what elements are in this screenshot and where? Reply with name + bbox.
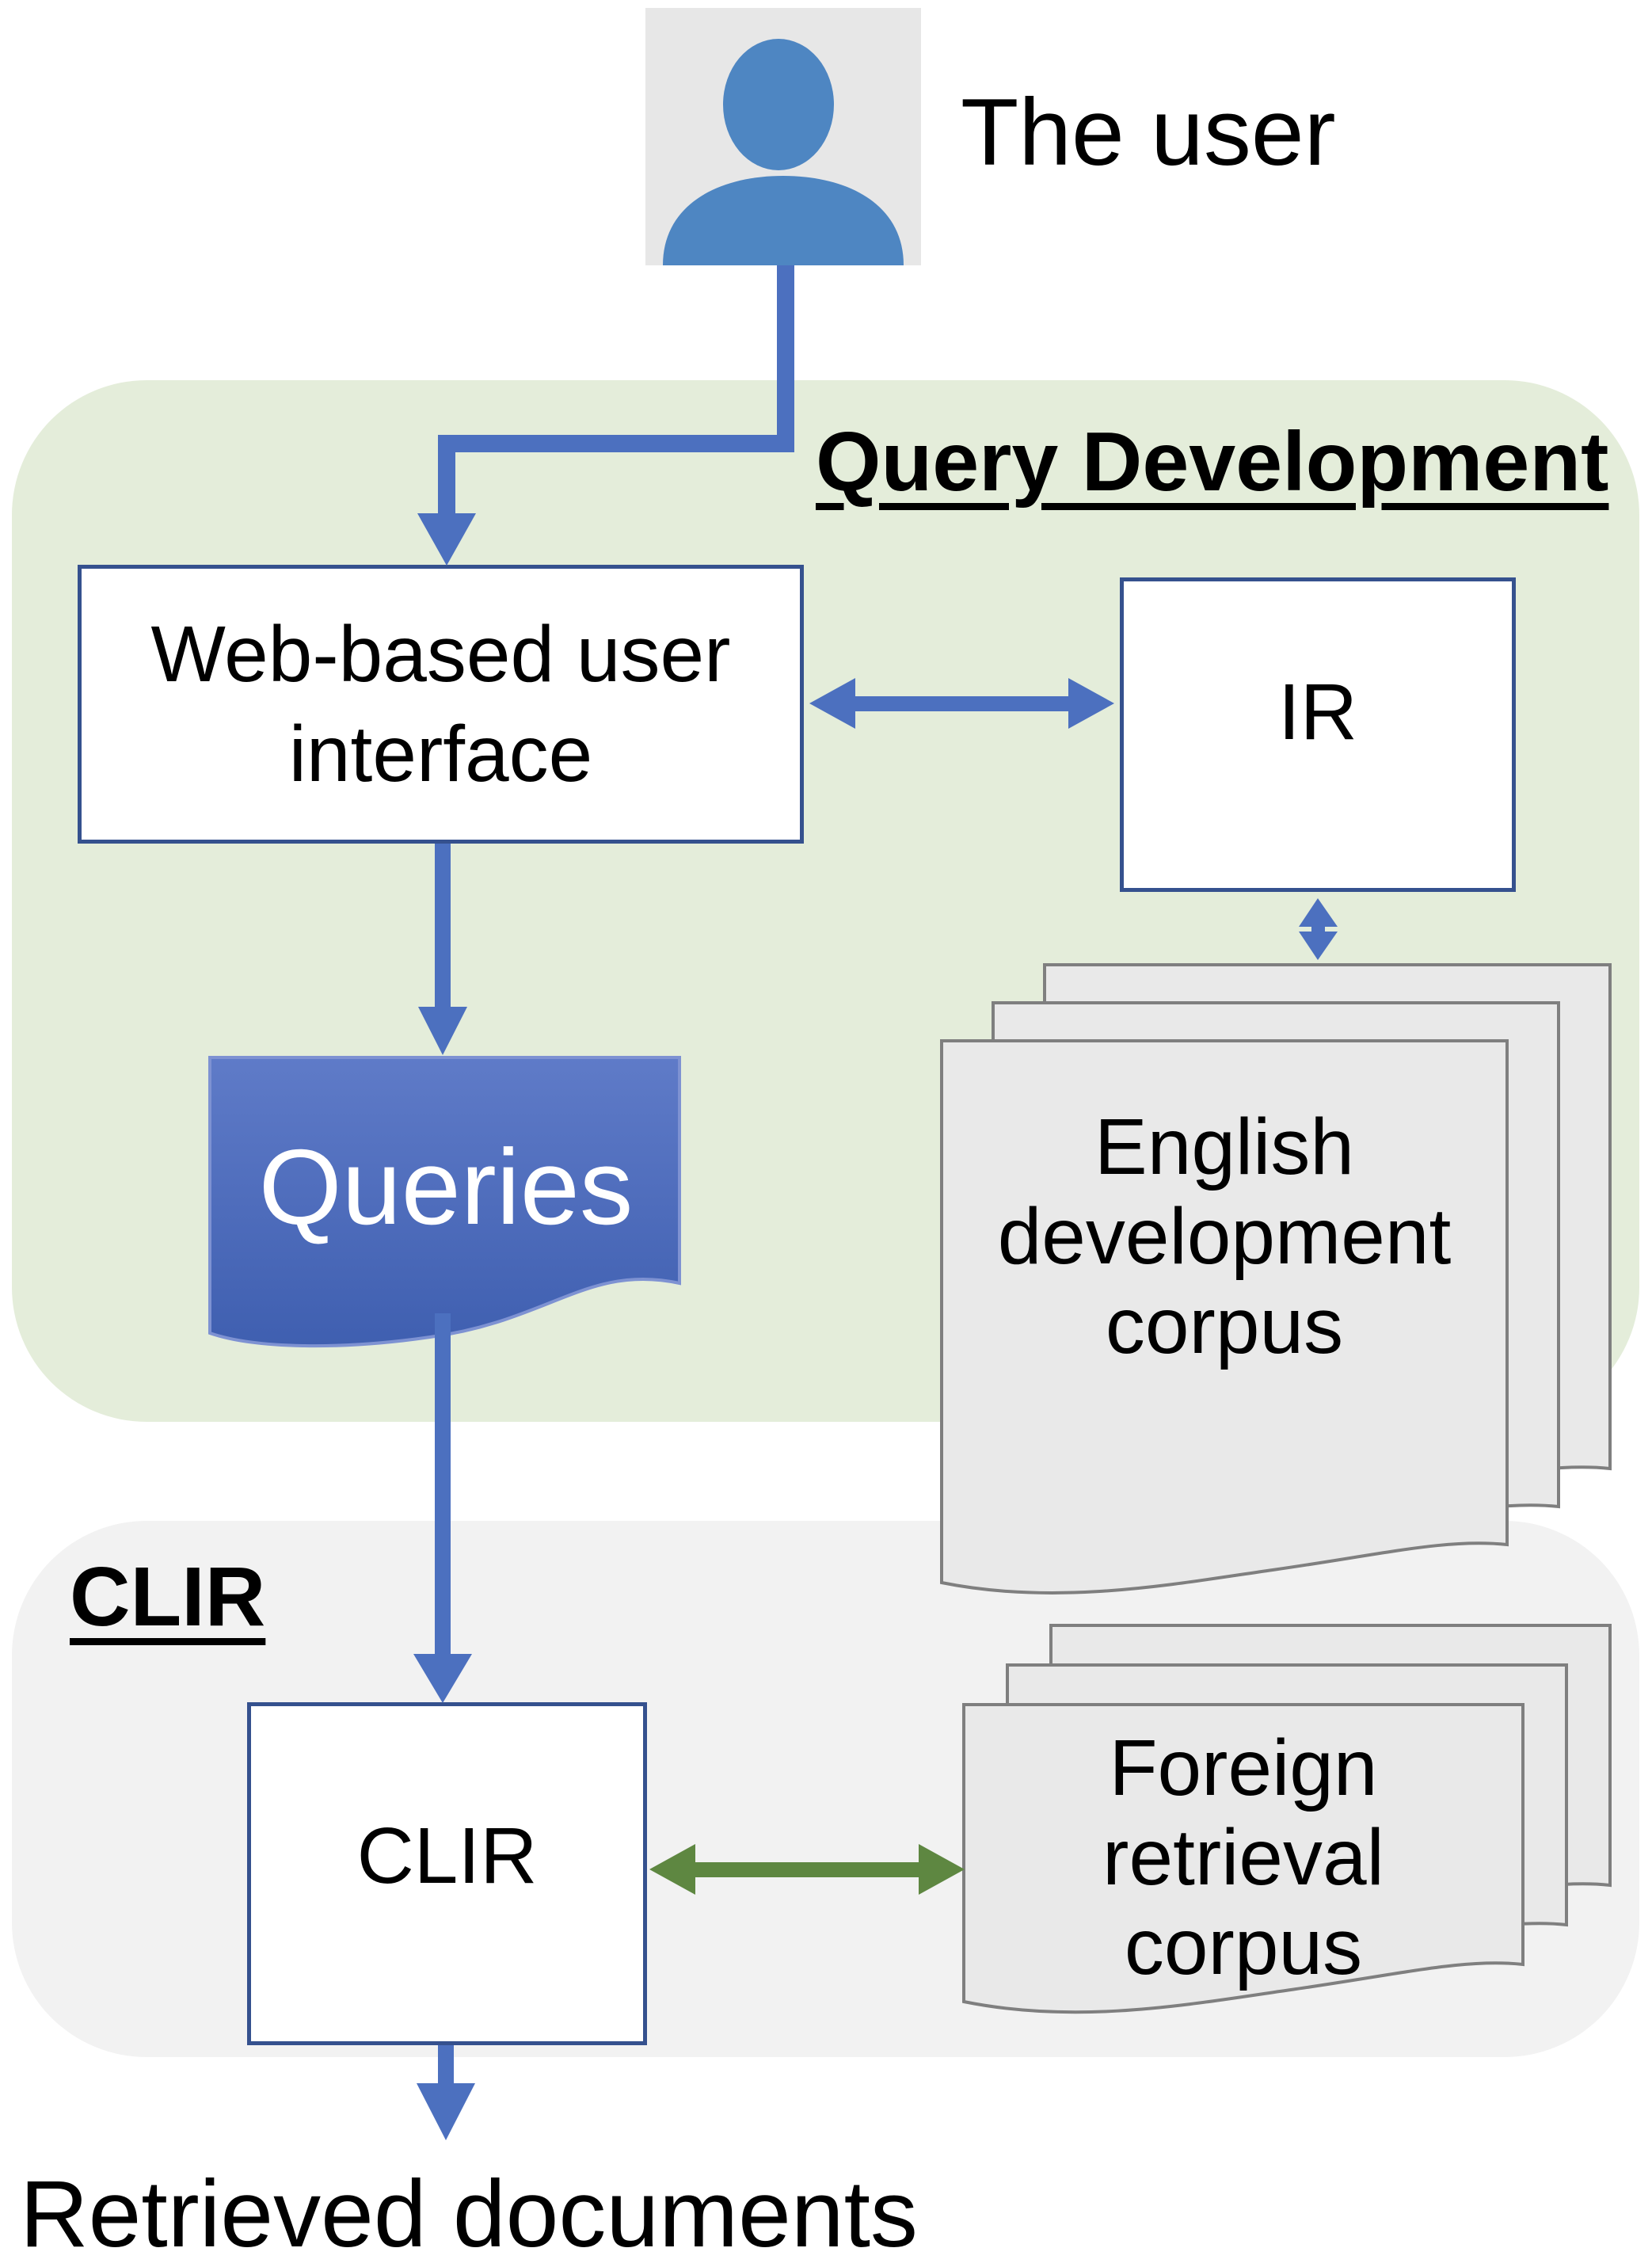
user-icon bbox=[645, 8, 921, 265]
ir-corpus-double-arrow bbox=[1299, 898, 1338, 960]
user-label: The user bbox=[961, 79, 1336, 185]
webui-to-queries-arrow bbox=[418, 844, 467, 1055]
retrieved-documents-label: Retrieved documents bbox=[20, 2161, 918, 2267]
english-corpus-label: English development corpus bbox=[997, 1103, 1452, 1370]
query-development-title: Query Development bbox=[816, 415, 1609, 509]
queries-to-clir-arrow bbox=[413, 1313, 472, 1703]
clir-section-title: CLIR bbox=[70, 1550, 266, 1644]
foreign-corpus-stack bbox=[962, 1624, 1647, 2067]
clir-label: CLIR bbox=[356, 1812, 538, 1900]
ir-node: IR bbox=[1120, 577, 1516, 892]
english-corpus-stack bbox=[940, 963, 1625, 1625]
clir-corpus-green-double-arrow bbox=[649, 1844, 965, 1895]
ir-label: IR bbox=[1278, 668, 1357, 756]
clir-node: CLIR bbox=[247, 1702, 647, 2045]
webui-ir-double-arrow bbox=[809, 678, 1114, 729]
user-to-webui-arrow bbox=[417, 265, 794, 566]
queries-label: Queries bbox=[258, 1126, 634, 1247]
clir-to-retrieved-arrow bbox=[417, 2045, 475, 2140]
web-ui-label: Web-based user interface bbox=[150, 610, 731, 798]
web-ui-node: Web-based user interface bbox=[78, 565, 804, 844]
foreign-corpus-label: Foreign retrieval corpus bbox=[1102, 1724, 1384, 1991]
